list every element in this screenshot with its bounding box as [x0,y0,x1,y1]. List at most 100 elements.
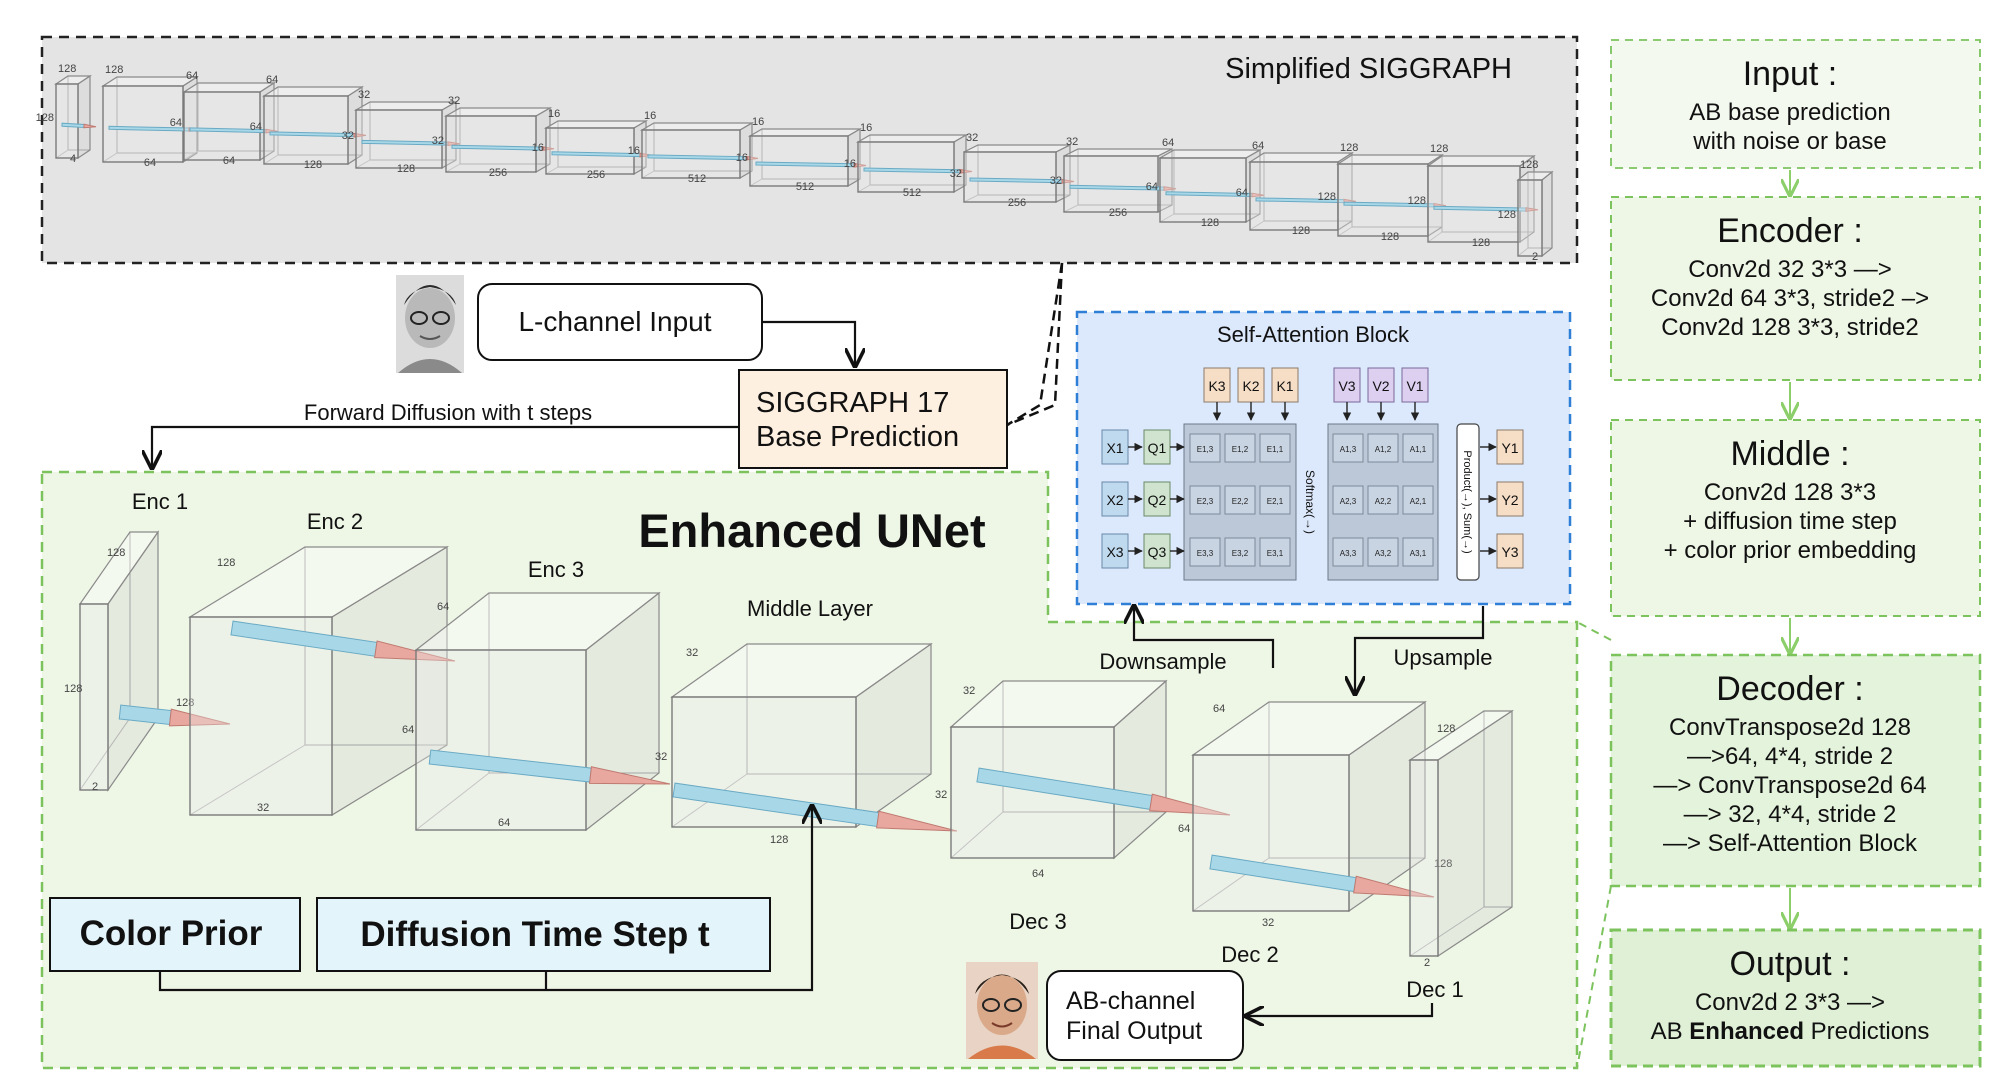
dec1-dim-top: 128 [1437,723,1455,735]
siggraph-layer-dim-bottom: 64 [223,155,235,167]
enc2-dim-right: 64 [402,724,414,736]
attention-x-label: X2 [1106,492,1123,508]
final-output-arrow [1246,1003,1434,1016]
siggraph-layer-dim-top: 128 [1340,142,1358,154]
siggraph-flow-16 [1433,205,1539,212]
attention-a-cell [1402,433,1434,463]
siggraph-layer-dim-top: 128 [1430,143,1448,155]
pipeline-encoder: Encoder :Conv2d 32 3*3 —>Conv2d 64 3*3, … [1610,196,1981,418]
attention-k-label: K3 [1208,378,1225,394]
enc1-flow [118,704,231,727]
final-output-line2: Final Output [1066,1017,1202,1045]
siggraph-layer-dim-top: 16 [860,122,872,134]
enc2-flow [230,620,456,662]
attention-v-label: V2 [1372,378,1389,394]
attention-e-cell [1259,485,1291,515]
pipeline-middle-line: + color prior embedding [1664,537,1917,564]
pipeline-input-box [1610,39,1981,169]
siggraph-layer-dim-bottom: 128 [304,159,322,171]
dec3-dim-bottom: 64 [1032,868,1044,880]
attention-a-cell [1332,433,1364,463]
siggraph-layer-dim-bottom: 512 [796,181,814,193]
pipeline-decoder: Decoder :ConvTranspose2d 128—>64, 4*4, s… [1609,653,1982,928]
attention-y-label: Y1 [1501,440,1518,456]
pipeline-input-line: with noise or base [1692,128,1886,155]
siggraph-layer-dim-bottom: 128 [397,163,415,175]
attention-a-cell [1367,485,1399,515]
siggraph-layer-dim-left: 32 [432,135,444,147]
attention-a-cell [1332,485,1364,515]
dec1-label: Dec 1 [1406,977,1463,1002]
attention-a-label: A1,2 [1375,445,1392,454]
dec3-dim-right: 64 [1178,823,1190,835]
attention-y-cell [1496,429,1524,465]
siggraph-layer-dim-top: 16 [644,110,656,122]
siggraph-layer-dim-bottom: 256 [1109,207,1127,219]
attention-e-label: E2,3 [1197,497,1214,506]
siggraph-connector-1 [1006,262,1064,427]
siggraph-layer-dim-left: 16 [844,158,856,170]
siggraph-layer-dim-bottom: 256 [489,167,507,179]
attention-k-label: K1 [1276,378,1293,394]
siggraph-layer-13: 64 64 128 [1146,137,1265,229]
final-output-line1: AB-channel [1066,987,1195,1015]
pipeline-middle-box [1610,419,1981,617]
pipeline-decoder-line: —> ConvTranspose2d 64 [1653,772,1926,799]
attention-x-cell [1101,429,1129,465]
enc2-dim-top: 128 [217,557,235,569]
enc3-dim-top: 64 [437,601,449,613]
dec1-block: 128 2 [1408,709,1514,969]
middle-label: Middle Layer [747,596,873,621]
attention-e-label: E3,3 [1197,549,1214,558]
siggraph-layer-dim-left: 128 [1408,195,1426,207]
siggraph-layer-dim-top: 32 [1066,136,1078,148]
siggraph-flow-7 [551,151,653,158]
unet-title: Enhanced UNet [638,504,986,557]
attention-e-cell [1259,433,1291,463]
pipeline-encoder-line: Conv2d 32 3*3 —> [1688,256,1891,283]
siggraph-layer-dim-bottom: 512 [688,173,706,185]
siggraph-layer-dim-left: 128 [36,112,54,124]
l-channel-arrow [762,320,855,366]
downsample-label: Downsample [1099,649,1226,674]
siggraph-layer-dim-top: 64 [1162,137,1174,149]
attention-v-label: V1 [1406,378,1423,394]
siggraph-layer-dim-top: 16 [752,116,764,128]
attention-a-cell [1367,433,1399,463]
siggraph-layer-dim-left: 64 [1146,181,1158,193]
attention-e-label: E2,1 [1267,497,1284,506]
upsample-label: Upsample [1393,645,1492,670]
siggraph-layer-dim-left: 16 [532,142,544,154]
siggraph-connector-2 [1006,262,1064,427]
attention-a-cell [1332,537,1364,567]
siggraph-layer-dim-bottom: 128 [1201,217,1219,229]
attention-e-cell [1189,537,1221,567]
attention-title: Self-Attention Block [1217,322,1410,347]
siggraph-layer-dim-left: 32 [342,130,354,142]
attention-a-label: A2,2 [1375,497,1392,506]
siggraph-layer-dim-top: 64 [266,74,278,86]
attention-k-cell [1237,367,1265,403]
attention-a-cell [1402,537,1434,567]
enc3-dim-bottom: 64 [498,817,510,829]
downsample-arrow [1134,606,1275,668]
siggraph-layer-dim-left: 64 [1236,187,1248,199]
attention-x-label: X1 [1106,440,1123,456]
color-prior-box [49,897,301,972]
conditioning-arrow [158,806,812,992]
attention-v-cell [1367,367,1395,403]
attention-y-label: Y2 [1501,492,1518,508]
dec1-dim-bottom: 2 [1424,957,1430,969]
